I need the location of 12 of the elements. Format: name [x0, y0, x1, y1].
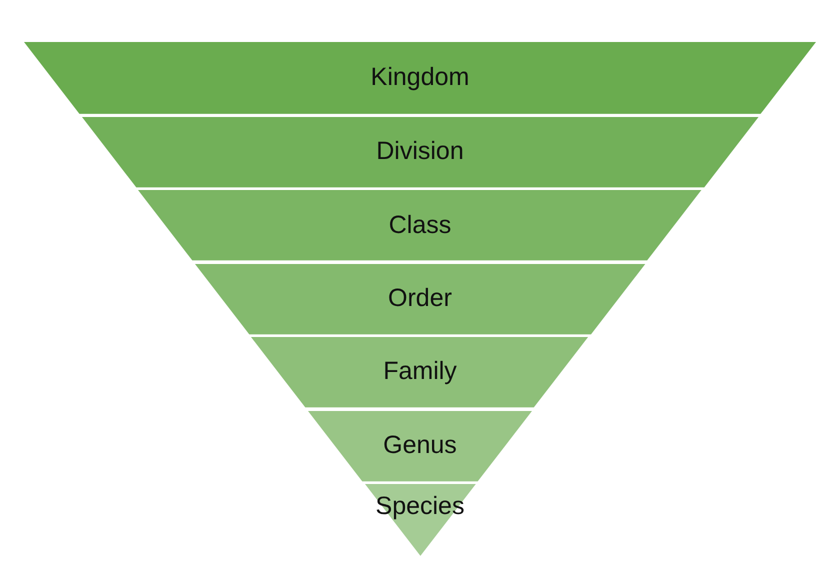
- rank-label: Class: [388, 210, 452, 240]
- rank-label: Family: [382, 357, 458, 386]
- pyramid-band: [308, 410, 532, 482]
- rank-label: Genus: [382, 430, 458, 460]
- pyramid-band: [194, 264, 646, 334]
- pyramid-band: [138, 190, 702, 261]
- pyramid-band: [82, 116, 758, 188]
- rank-label: Kingdom: [370, 62, 470, 92]
- pyramid-band: [24, 42, 816, 114]
- pyramid-band: [251, 337, 589, 408]
- rank-label: Order: [387, 284, 453, 313]
- rank-label: Division: [375, 137, 465, 166]
